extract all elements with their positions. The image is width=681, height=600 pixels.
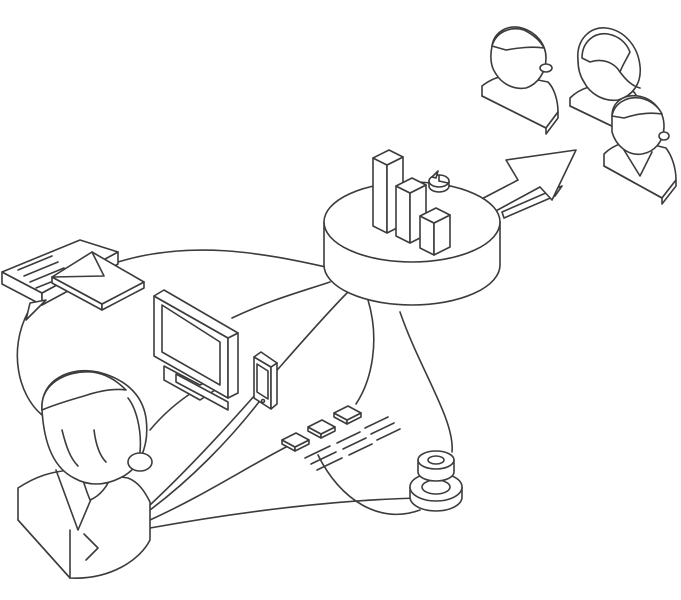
bar-short — [419, 207, 451, 256]
audience-group — [481, 26, 677, 205]
cable-person-tiles — [149, 443, 293, 521]
cable-person-phone — [149, 397, 263, 511]
cable-person-disks — [149, 497, 419, 529]
arrow-icon — [471, 149, 577, 219]
person-icon — [17, 369, 153, 579]
envelope-icon — [51, 251, 145, 311]
device-tile-icon — [333, 405, 362, 425]
cable-tiles-disks — [317, 454, 421, 516]
cable-bubble-person — [16, 311, 43, 416]
cable-bubble-hub — [117, 249, 331, 269]
device-tile-icon — [307, 419, 336, 439]
pie-chart-icon — [428, 170, 450, 193]
monitor-icon — [153, 289, 239, 411]
cable-hub-tiles — [355, 299, 375, 405]
tile-speed-lines — [304, 416, 401, 471]
cable-monitor-hub — [231, 281, 331, 319]
cable-person-monitor — [149, 389, 197, 431]
audience-person-icon — [603, 94, 677, 205]
device-tile-icon — [281, 432, 310, 452]
smartphone-icon — [253, 351, 278, 410]
disk-stack-icon — [409, 450, 463, 512]
audience-person-icon — [481, 26, 559, 135]
bar-chart-icon — [372, 149, 451, 256]
cable-hub-disks — [399, 311, 453, 453]
device-tiles — [281, 405, 401, 471]
